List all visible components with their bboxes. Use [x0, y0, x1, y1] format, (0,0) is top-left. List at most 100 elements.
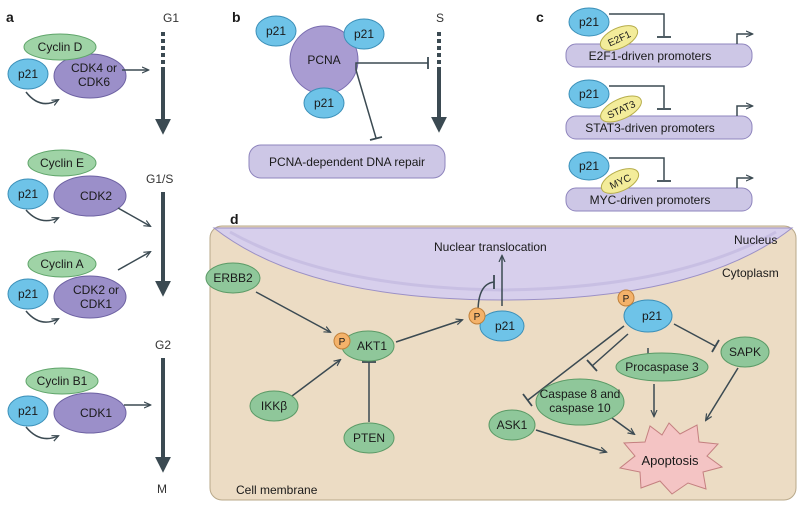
phase-g2: G2: [155, 338, 171, 352]
sapk-inhibit-bar: [711, 339, 720, 353]
factor-ellipse: [600, 95, 642, 123]
cdk-label-line2: CDK1: [80, 297, 112, 311]
phospho-circle: [617, 289, 635, 307]
factor-ellipse: [599, 25, 639, 51]
akt1-node: AKT1 P: [333, 330, 395, 362]
ikkb-to-akt1-arrow: [291, 360, 340, 397]
inhibit-line: [609, 85, 665, 108]
caspase-inhibit-bar: [586, 359, 598, 372]
sapk-node: SAPK: [720, 336, 770, 368]
cyclin-label: Cyclin B1: [37, 374, 88, 388]
cytoplasm-label: Cytoplasm: [722, 266, 779, 280]
akt1-label: AKT1: [357, 339, 387, 353]
p21-ellipse-bottom: [303, 87, 345, 119]
sapk-label: SAPK: [729, 345, 761, 359]
p21-ellipse: [623, 299, 673, 333]
cyclin-ellipse: [25, 367, 99, 395]
curl-arrow: [25, 91, 58, 104]
phospho-circle: [468, 307, 486, 325]
cdk-label: CDK2: [80, 189, 112, 203]
phase-g1s: G1/S: [146, 172, 173, 186]
cdk-label: CDK1: [80, 406, 112, 420]
cell-membrane-label: Cell membrane: [236, 483, 318, 497]
pcna-label: PCNA: [307, 53, 340, 67]
complex-cyclin-d: Cyclin D p21 CDK4 or CDK6: [7, 33, 148, 104]
p21-mid-node: p21 P: [468, 307, 525, 342]
procaspase-ellipse: [615, 352, 709, 382]
caspase-label-line2: caspase 10: [549, 401, 611, 415]
pten-label: PTEN: [353, 431, 385, 445]
apoptosis-label: Apoptosis: [641, 453, 699, 468]
transcription-arrow: [736, 178, 752, 188]
ask1-node: ASK1: [488, 409, 536, 441]
erbb2-label: ERBB2: [213, 271, 253, 285]
ask1-label: ASK1: [497, 418, 528, 432]
transcription-arrow: [736, 34, 752, 44]
cdk-label-line2: CDK6: [78, 75, 110, 89]
apoptosis-node: Apoptosis: [618, 422, 724, 495]
nucleus-label: Nucleus: [734, 233, 777, 247]
dna-repair-label: PCNA-dependent DNA repair: [269, 155, 425, 169]
caspase-label-line1: Caspase 8 and: [540, 387, 621, 401]
cdk-ellipse: [53, 175, 127, 217]
p21-label: p21: [18, 404, 38, 418]
pten-node: PTEN: [343, 422, 395, 454]
ask1-ellipse: [488, 409, 536, 441]
procaspase-node: Procaspase 3: [615, 352, 709, 382]
phospho-circle: [333, 332, 351, 350]
sapk-to-apoptosis-arrow: [706, 367, 739, 420]
phospho-label: P: [623, 294, 630, 305]
panel-d-label: d: [230, 211, 239, 227]
procaspase-label: Procaspase 3: [625, 360, 699, 374]
erbb2-node: ERBB2: [205, 262, 261, 294]
caspase-to-apoptosis-arrow: [611, 417, 634, 434]
p21-label: p21: [579, 87, 599, 101]
p21-label: p21: [18, 287, 38, 301]
phase-s: S: [436, 11, 444, 25]
cyclin-ellipse: [23, 33, 97, 61]
sapk-inhibit-line: [673, 323, 716, 347]
complex-to-g1s-arrow: [117, 207, 150, 226]
phase-m: M: [157, 482, 167, 496]
erbb2-ellipse: [205, 262, 261, 294]
phase-g1: G1: [163, 11, 179, 25]
cdk-ellipse: [53, 275, 127, 319]
myc-row: MYC-driven promoters p21 MYC: [565, 151, 752, 212]
curl-arrow: [25, 310, 58, 322]
pcna-inhibition-path: [355, 62, 428, 139]
ikkb-node: IKKβ: [249, 390, 299, 422]
cdk-label-line1: CDK4 or: [71, 61, 117, 75]
transcription-arrow: [736, 106, 752, 116]
p21-ellipse: [568, 151, 610, 181]
cyclin-label: Cyclin A: [40, 257, 83, 271]
nuclear-translocation-label: Nuclear translocation: [434, 240, 547, 254]
e2f1-row: E2F1-driven promoters p21 E2F1: [565, 7, 752, 68]
caspase-node: Caspase 8 and caspase 10: [535, 378, 625, 426]
p21-ellipse: [568, 79, 610, 109]
promoter-label: MYC-driven promoters: [590, 193, 711, 207]
p21-label: p21: [18, 67, 38, 81]
p21-ellipse-top-right: [343, 18, 385, 50]
p21-label: p21: [642, 309, 662, 323]
ikkb-ellipse: [249, 390, 299, 422]
p21-label: p21: [579, 15, 599, 29]
cyclin-ellipse: [27, 149, 97, 177]
p21-ellipse: [7, 395, 49, 427]
p21-right-node: p21 P: [617, 289, 673, 333]
p21-ellipse: [7, 178, 49, 210]
complex-cyclin-a: Cyclin A p21 CDK2 or CDK1: [7, 250, 150, 322]
phospho-label: P: [474, 312, 481, 323]
cyclin-label: Cyclin D: [38, 40, 83, 54]
p21-ellipse: [479, 310, 525, 342]
pcna-complex: PCNA p21 p21 p21: [255, 15, 385, 119]
p21-ellipse: [7, 278, 49, 310]
p21-ellipse-top-left: [255, 15, 297, 47]
factor-ellipse: [600, 168, 640, 194]
p21-label: p21: [266, 24, 286, 38]
ask1-to-apoptosis-arrow: [535, 429, 606, 452]
cdk-label-line1: CDK2 or: [73, 283, 119, 297]
p21-label: p21: [354, 27, 374, 41]
p21-label: p21: [579, 159, 599, 173]
curl-arrow: [25, 209, 58, 221]
